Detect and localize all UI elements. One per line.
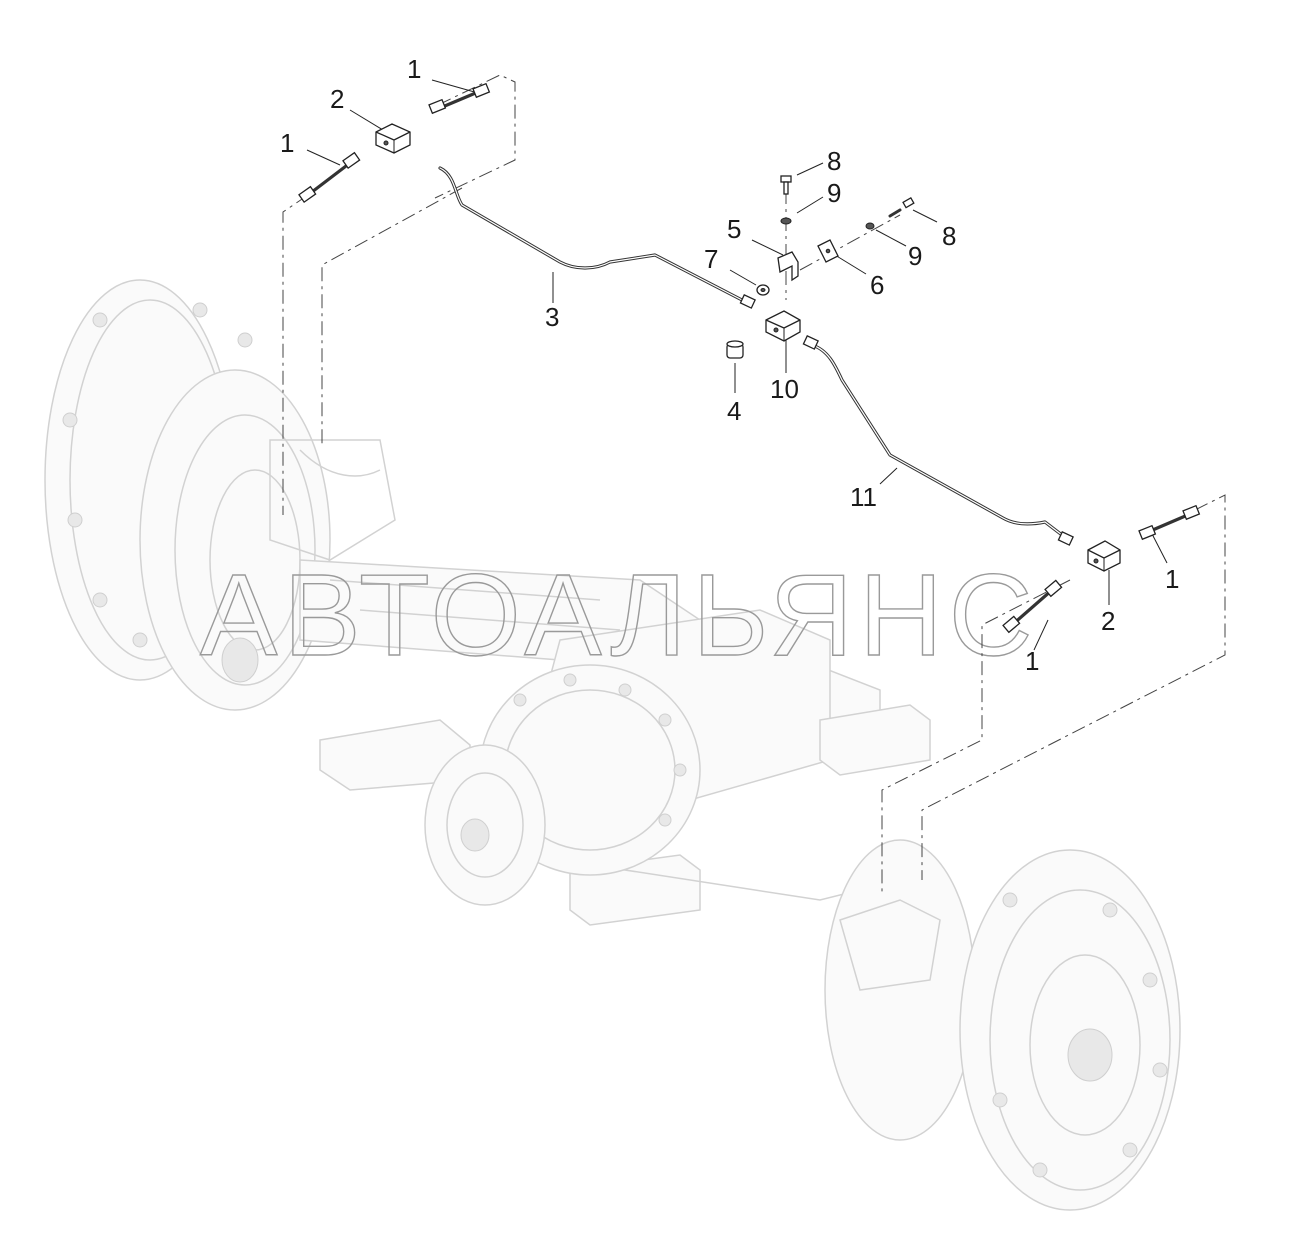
callout-3: 3 [545, 302, 559, 332]
plug-4[interactable] [726, 340, 744, 359]
callout-5: 5 [727, 214, 741, 244]
bolt-8-top[interactable] [780, 175, 792, 195]
callout-9-top: 9 [827, 178, 841, 208]
leader-lines [306, 79, 1168, 651]
washer-9-right[interactable] [865, 222, 875, 230]
tee-block-2-right[interactable] [1057, 530, 1121, 572]
right-wheel-hub [824, 839, 1181, 1211]
nut-7[interactable] [756, 284, 770, 296]
callouts: 1 2 1 8 9 5 8 7 9 6 3 10 4 11 1 2 1 [280, 54, 1179, 676]
plate-6[interactable] [817, 239, 839, 263]
callout-10: 10 [770, 374, 799, 404]
callout-1-right-top: 1 [1165, 564, 1179, 594]
callout-2-right: 2 [1101, 606, 1115, 636]
callout-1-top: 1 [407, 54, 421, 84]
bracket-5[interactable] [777, 251, 799, 282]
brake-tube-3[interactable] [438, 166, 744, 302]
brake-hose-1-left[interactable] [298, 151, 361, 204]
callout-1-right-bottom: 1 [1025, 646, 1039, 676]
washer-9-top[interactable] [780, 217, 792, 225]
axle-assembly-ghost [44, 279, 1181, 1211]
callout-8-top: 8 [827, 146, 841, 176]
callout-11: 11 [850, 482, 877, 512]
brake-hose-1-right-top[interactable] [1138, 504, 1201, 541]
callout-6: 6 [870, 270, 884, 300]
callout-2-top: 2 [330, 84, 344, 114]
callout-8-right: 8 [942, 221, 956, 251]
differential-housing [424, 664, 701, 906]
tee-block-2-top[interactable] [375, 123, 411, 154]
brake-tube-11[interactable] [810, 343, 1064, 537]
watermark: АВТОАЛЬЯНС [200, 550, 1039, 680]
brake-hose-1-top[interactable] [428, 82, 491, 115]
callout-9-right: 9 [908, 241, 922, 271]
callout-4: 4 [727, 396, 741, 426]
brake-hose-1-right-bottom[interactable] [1002, 579, 1063, 634]
bolt-8-right[interactable] [888, 197, 915, 218]
callout-7: 7 [704, 244, 718, 274]
tee-block-10[interactable] [739, 293, 819, 350]
callout-1-left: 1 [280, 128, 294, 158]
assembly-centerlines [282, 74, 1226, 895]
